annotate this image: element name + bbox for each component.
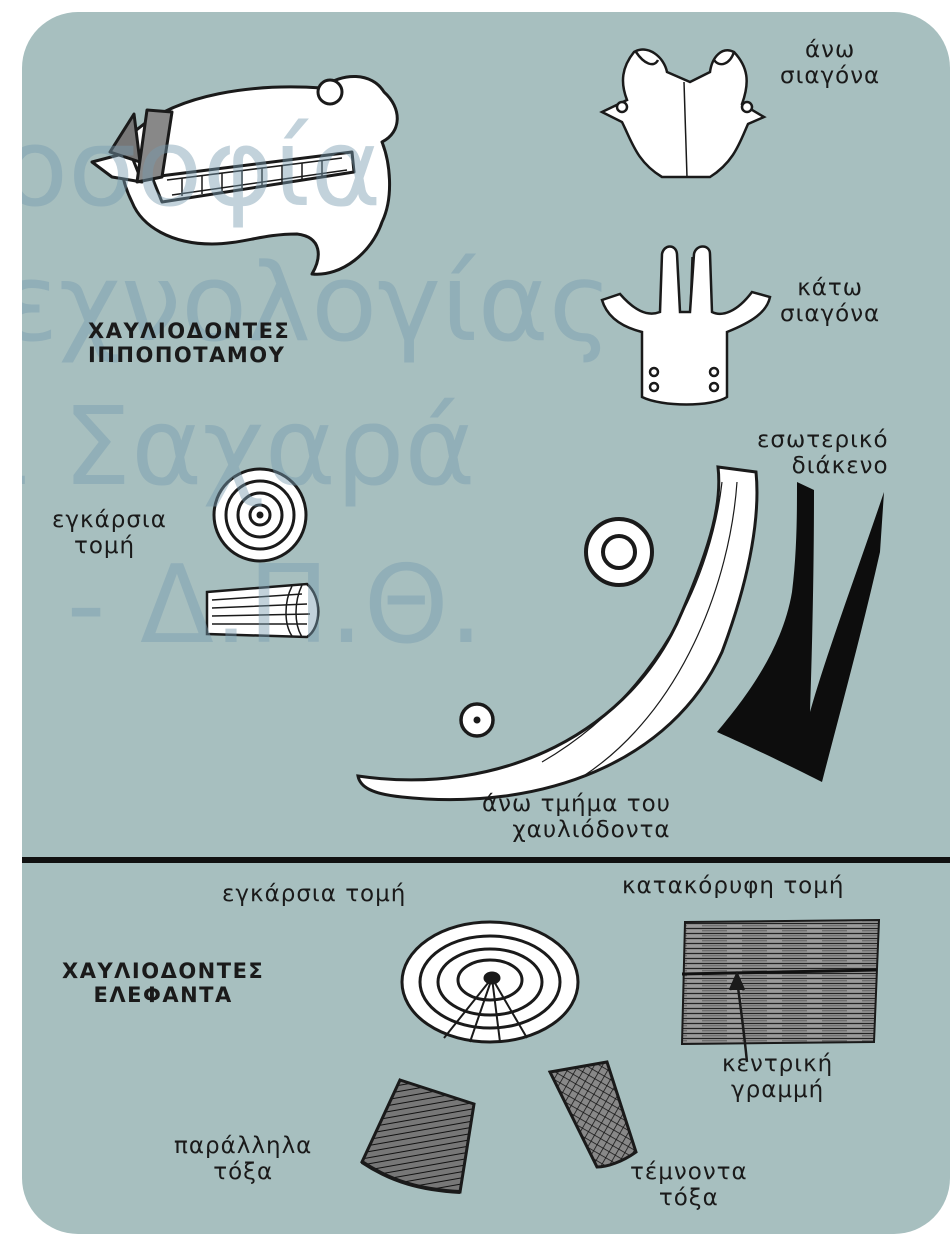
central-line-label: κεντρική γραμμή — [722, 1052, 833, 1104]
tusk-ring-large — [586, 519, 652, 585]
diagram-panel: οσοφία εχνολογίας ι Σαχαρά . - Δ.Π.Θ. ΧΑ… — [22, 12, 950, 1234]
watermark-line-1: οσοφία — [22, 115, 382, 223]
tusk-ring-small — [461, 704, 493, 736]
tusk-part-label-line-2: χαυλιόδοντα — [482, 818, 671, 844]
elephant-cross-section — [402, 922, 578, 1042]
inner-gap-label: εσωτερικό διάκενο — [757, 428, 889, 480]
parallel-arcs-label: παράλληλα τόξα — [174, 1134, 312, 1186]
crossing-arcs-label-line-1: τέμνοντα — [630, 1160, 748, 1186]
watermark-line-3: ι Σαχαρά — [22, 394, 476, 502]
parallel-arcs-label-line-1: παράλληλα — [174, 1134, 312, 1160]
lower-jaw-label-line-1: κάτω — [780, 276, 880, 302]
central-line-label-line-2: γραμμή — [722, 1078, 833, 1104]
parallel-arcs-label-line-2: τόξα — [174, 1160, 312, 1186]
hippo-title-line-1: ΧΑΥΛΙΟΔΟΝΤΕΣ — [88, 320, 290, 344]
elephant-title-line-2: ΕΛΕΦΑΝΤΑ — [62, 984, 264, 1008]
upper-jaw-label-line-1: άνω — [780, 38, 880, 64]
hippo-title-line-2: ΙΠΠΟΠΟΤΑΜΟΥ — [88, 344, 290, 368]
elephant-vertical-section — [682, 920, 879, 1044]
crossing-arcs-label: τέμνοντα τόξα — [630, 1160, 748, 1212]
hippo-cross-section-label-line-2: τομή — [52, 534, 167, 560]
upper-jaw-label-line-2: σιαγόνα — [780, 64, 880, 90]
inner-gap-label-line-1: εσωτερικό — [757, 428, 889, 454]
central-line-label-line-1: κεντρική — [722, 1052, 833, 1078]
section-divider — [22, 857, 950, 863]
watermark-line-4: . - Δ.Π.Θ. — [22, 552, 483, 660]
tusk-part-label-line-1: άνω τμήμα του — [482, 792, 671, 818]
hippo-cross-section-label-line-1: εγκάρσια — [52, 508, 167, 534]
elephant-cross-section-label: εγκάρσια τομή — [222, 882, 406, 908]
hippo-title: ΧΑΥΛΙΟΔΟΝΤΕΣ ΙΠΠΟΠΟΤΑΜΟΥ — [88, 320, 290, 367]
elephant-title: ΧΑΥΛΙΟΔΟΝΤΕΣ ΕΛΕΦΑΝΤΑ — [62, 960, 264, 1007]
vertical-section-label: κατακόρυφη τομή — [622, 874, 844, 900]
lower-jaw-label: κάτω σιαγόνα — [780, 276, 880, 328]
hippo-cross-section-label: εγκάρσια τομή — [52, 508, 167, 560]
lower-jaw-label-line-2: σιαγόνα — [780, 302, 880, 328]
upper-jaw-label: άνω σιαγόνα — [780, 38, 880, 90]
tusk-part-label: άνω τμήμα του χαυλιόδοντα — [482, 792, 671, 844]
inner-gap-label-line-2: διάκενο — [757, 454, 889, 480]
crossing-arcs-label-line-2: τόξα — [630, 1186, 748, 1212]
elephant-title-line-1: ΧΑΥΛΙΟΔΟΝΤΕΣ — [62, 960, 264, 984]
